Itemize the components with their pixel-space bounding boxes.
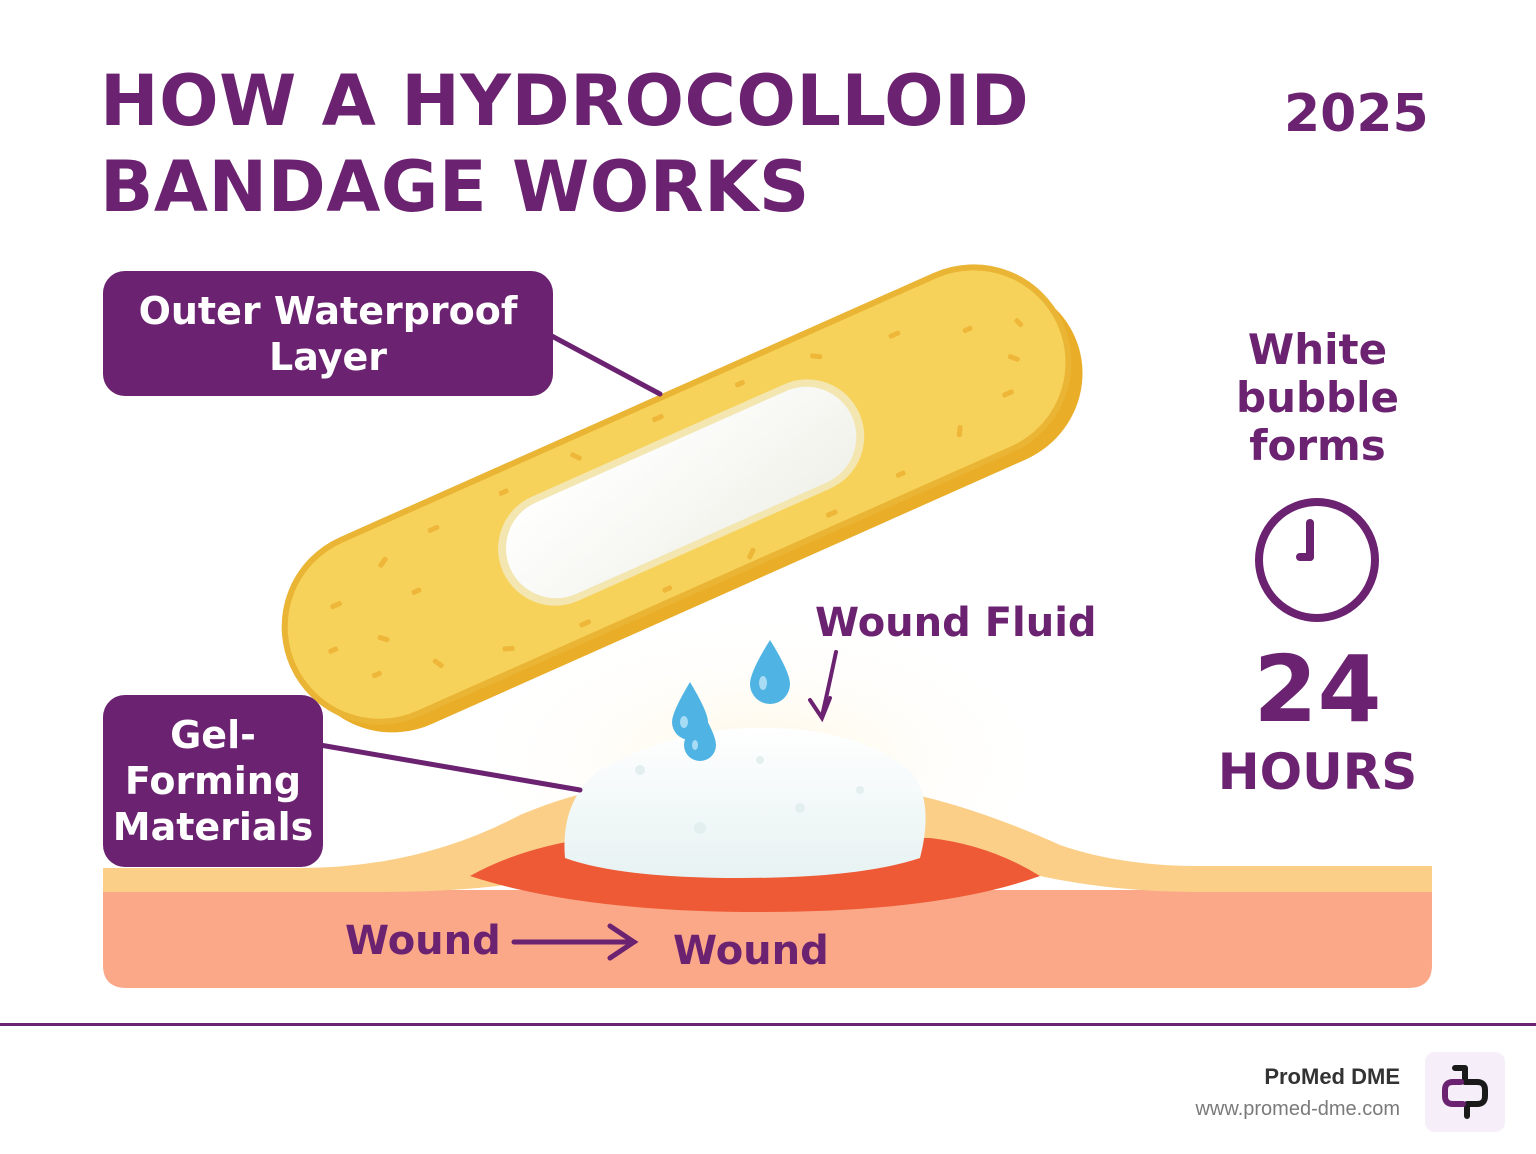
page-title: HOW A HYDROCOLLOID BANDAGE WORKS <box>100 58 1029 230</box>
brand-url[interactable]: www.promed-dme.com <box>1195 1098 1400 1120</box>
duration-value: 24 <box>1253 636 1382 743</box>
fluid-arrow-icon <box>808 650 838 723</box>
wound-before-label: Wound <box>345 918 501 964</box>
water-drop-icon <box>684 708 716 761</box>
outer-layer-leader <box>545 331 663 397</box>
bandage-texture <box>328 318 1024 679</box>
skin-lower-layer <box>103 890 1432 988</box>
promed-logo-icon <box>1425 1052 1505 1132</box>
footer-brand: ProMed DME www.promed-dme.com <box>1195 1062 1400 1126</box>
outer-layer-callout: Outer Waterproof Layer <box>103 271 553 396</box>
title-line-2: BANDAGE WORKS <box>100 146 810 228</box>
gel-callout-line-3: Materials <box>112 805 314 849</box>
brand-name: ProMed DME <box>1264 1064 1400 1089</box>
footer-divider <box>0 1023 1536 1026</box>
bubble-forms-text: White bubble forms <box>1215 326 1420 470</box>
hydrocolloid-bandage <box>281 264 1083 733</box>
gel-dome <box>564 727 926 878</box>
year-label: 2025 <box>1284 84 1429 144</box>
duration-unit: HOURS <box>1217 743 1418 801</box>
water-drop-icon <box>750 640 790 704</box>
gel-materials-callout: Gel- Forming Materials <box>103 695 323 867</box>
gel-callout-line-2: Forming <box>124 759 302 803</box>
gel-callout-line-1: Gel- <box>170 713 256 757</box>
wound-after-label: Wound <box>673 928 829 974</box>
side-line-3: forms <box>1249 421 1386 470</box>
outer-callout-line-1: Outer Waterproof <box>138 288 518 333</box>
clock-icon <box>1255 498 1379 622</box>
transition-arrow-icon <box>511 923 639 961</box>
outer-callout-line-2: Layer <box>269 334 387 379</box>
gel-leader <box>317 742 583 793</box>
title-line-1: HOW A HYDROCOLLOID <box>100 60 1030 142</box>
side-line-1: White <box>1247 325 1388 374</box>
wound-fluid-label: Wound Fluid <box>815 600 1097 646</box>
side-line-2: bubble <box>1236 373 1399 422</box>
